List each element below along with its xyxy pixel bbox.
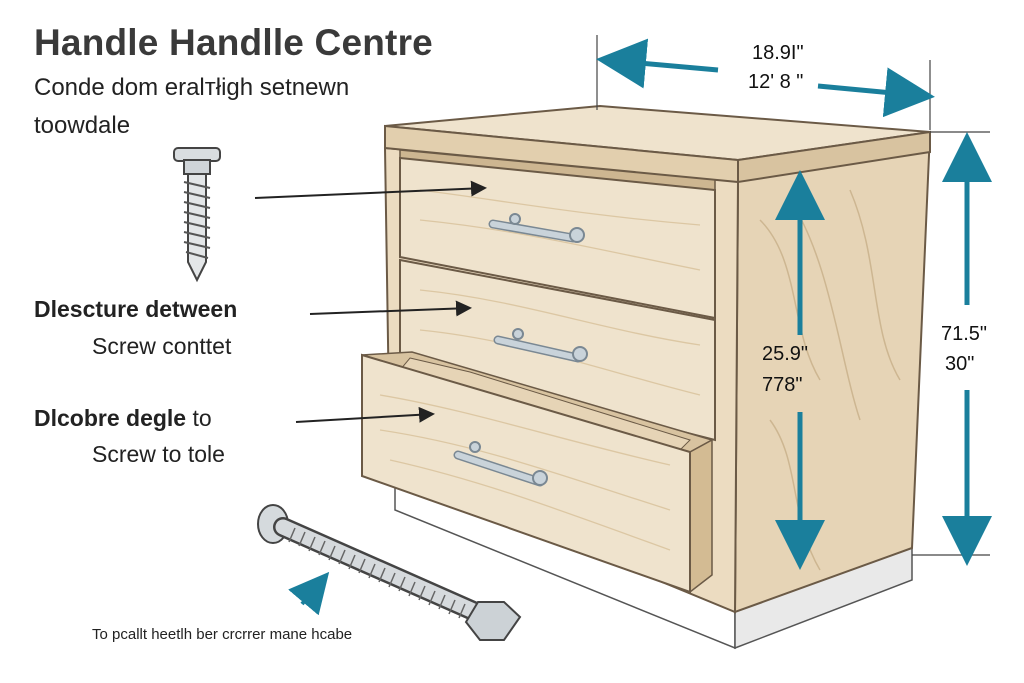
- drawer-handle-1: [488, 213, 585, 243]
- outer-height-dimension-1: 71.5": [941, 323, 988, 345]
- pointer-line-2: [309, 300, 472, 317]
- width-dimension-2: 12' 8 ": [748, 71, 804, 93]
- drawer-handle-3: [453, 441, 548, 487]
- label-2-line-2: Screw to tole: [92, 441, 225, 467]
- label-2-line-1: Dlcobre degle to: [34, 405, 212, 432]
- label-2-rest-text: to: [186, 405, 212, 431]
- cabinet-side-panel: [733, 130, 932, 614]
- inner-height-dimension-1: 25.9": [762, 343, 809, 365]
- label-1-line-2: Screw conttet: [92, 333, 232, 359]
- label-1-line-1: Dlescture detween: [34, 296, 238, 322]
- screw-icon: [173, 147, 221, 283]
- width-arrow-right: [817, 67, 935, 118]
- outer-height-dimension-2: 30": [945, 353, 975, 375]
- bolt-icon: [257, 504, 522, 641]
- label-2-bold-text: Dlcobre degle: [34, 405, 187, 431]
- subtitle-line-2: toowdale: [34, 112, 131, 139]
- pointer-line-1: [254, 180, 487, 199]
- page-title: Handle Handlle Centre: [34, 22, 433, 63]
- drawer-bottom-open: [361, 351, 714, 594]
- footer-caption: To pcallt heetlh ber crcrrer mane hcabe: [92, 626, 353, 643]
- width-arrow-left: [596, 38, 719, 89]
- pointer-line-3: [295, 406, 435, 423]
- drawer-top: [399, 149, 716, 320]
- drawer-middle: [399, 258, 716, 442]
- inner-height-dimension-2: 778": [762, 374, 803, 396]
- drawer-handle-2: [493, 328, 588, 363]
- width-dimension-1: 18.9I": [752, 42, 804, 64]
- pointer-arrow-icon: [288, 571, 330, 616]
- cabinet-top: [384, 104, 931, 184]
- subtitle-line-1: Conde dom eralтłigh setnewn: [34, 74, 350, 101]
